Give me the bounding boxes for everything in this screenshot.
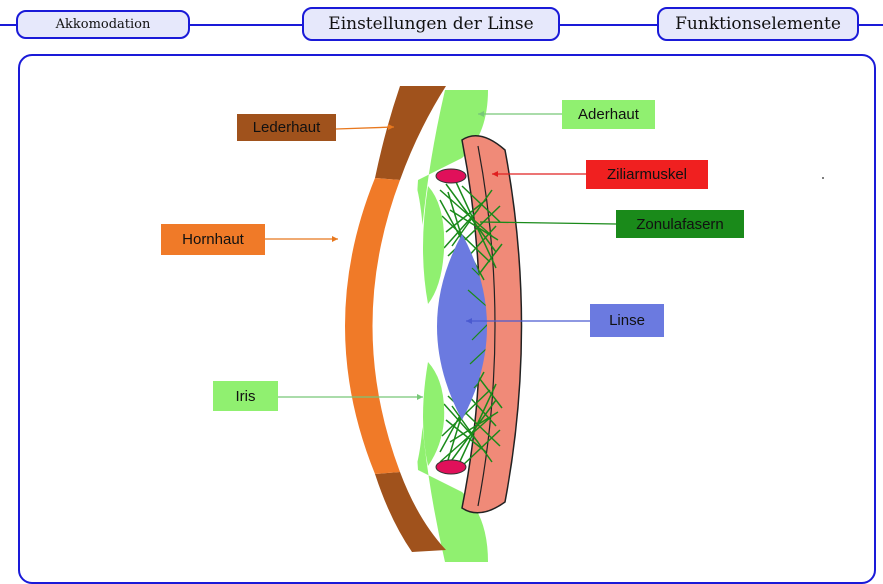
label-hornhaut: Hornhaut [161, 224, 265, 255]
augenkammer-shape [389, 172, 426, 480]
label-linse: Linse [590, 304, 664, 337]
label-iris: Iris [213, 381, 278, 411]
label-lederhaut: Lederhaut [237, 114, 336, 141]
label-zonulafasern: Zonulafasern [616, 210, 744, 238]
label-aderhaut: Aderhaut [562, 100, 655, 129]
hornhaut-leader-arrow [332, 236, 338, 242]
speck-dot [822, 177, 824, 179]
ziliarmuskel-shape-lower [436, 460, 466, 474]
lederhaut-leader [336, 127, 394, 129]
label-ziliarmuskel: Ziliarmuskel [586, 160, 708, 189]
iris-shape-upper [423, 186, 444, 304]
ziliarmuskel-shape-upper [436, 169, 466, 183]
